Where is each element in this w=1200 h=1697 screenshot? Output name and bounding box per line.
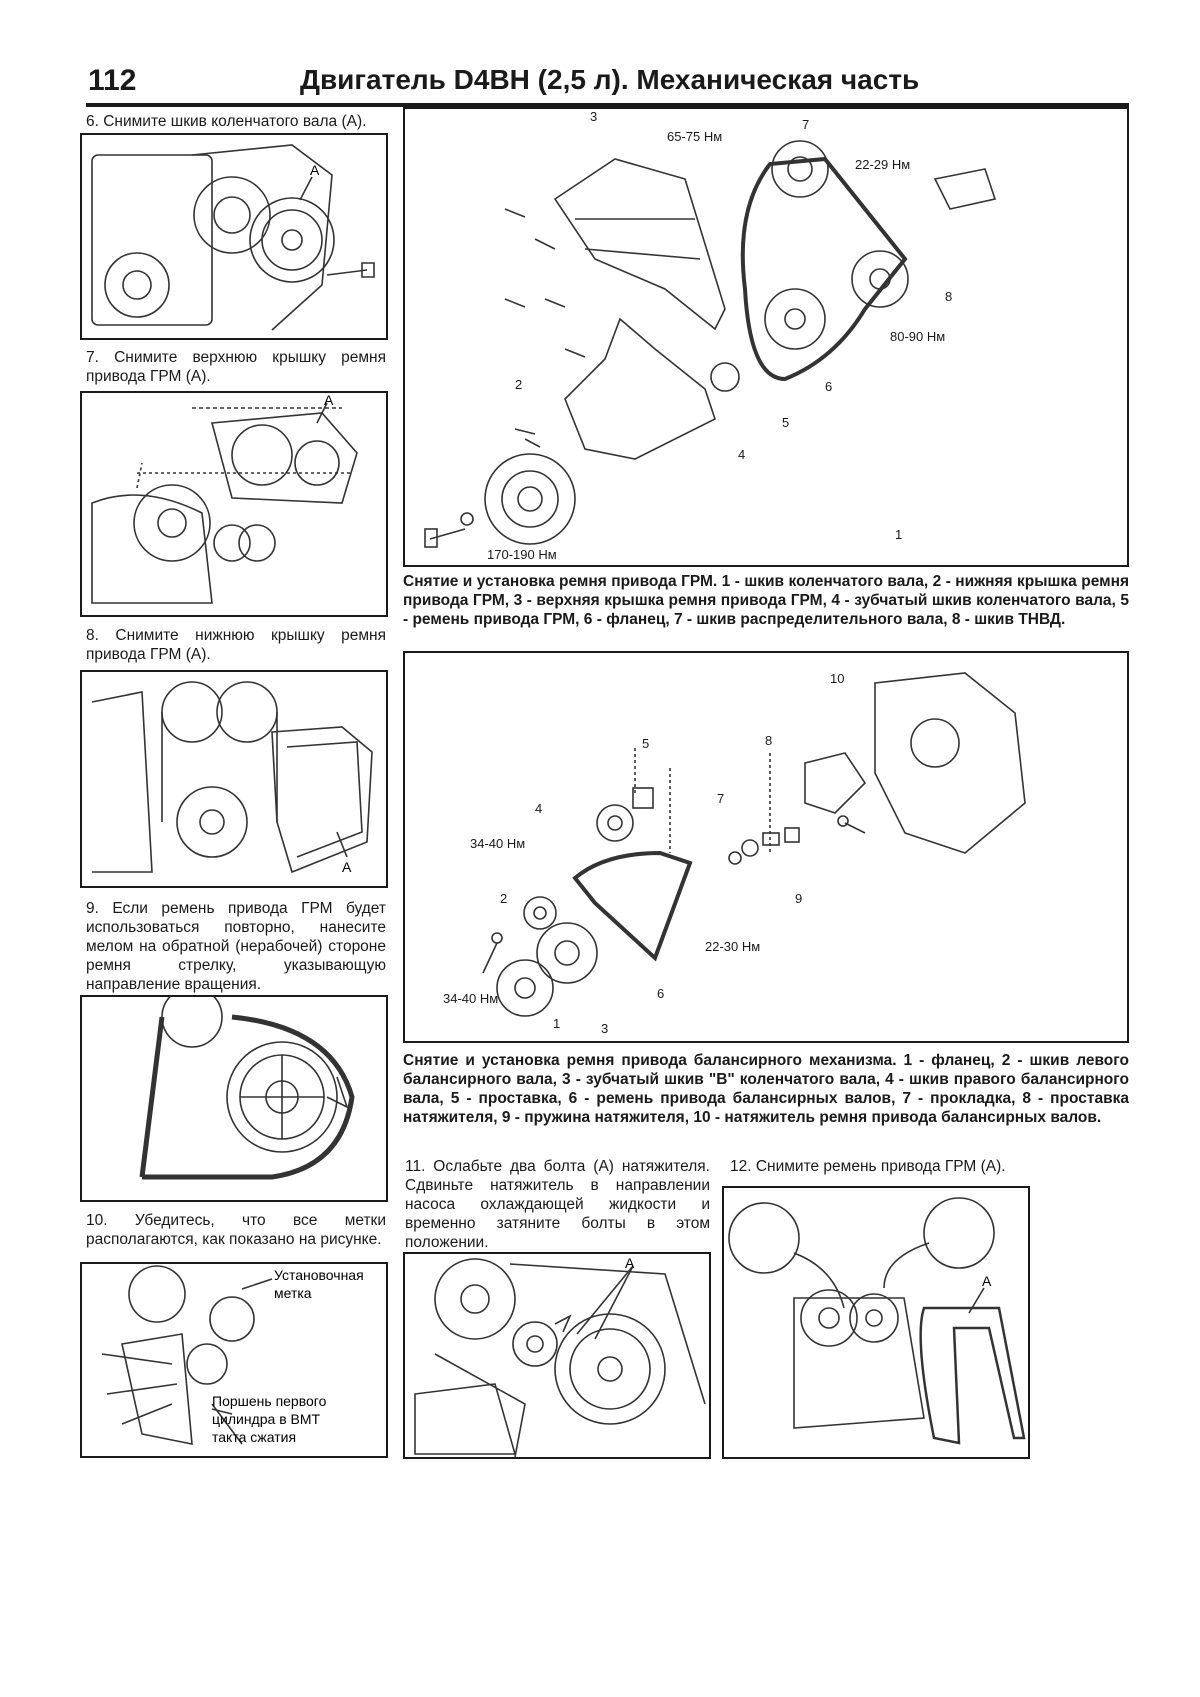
label-3: 3	[590, 109, 597, 124]
label-a: A	[324, 393, 334, 408]
label-1: 1	[553, 1016, 560, 1031]
upper-cover-drawing: A	[91, 393, 358, 604]
torque-80-90: 80-90 Нм	[890, 329, 945, 344]
label-a: A	[625, 1255, 635, 1271]
belt-arrow-drawing	[139, 997, 355, 1180]
label-8: 8	[765, 733, 772, 748]
step-12-text: 12. Снимите ремень привода ГРМ (А).	[730, 1158, 1006, 1175]
figure-timing-belt-exploded: 1 2 3 4 5 6 7 8 65-75 Нм 22-29 Нм 80-90 …	[403, 107, 1129, 567]
torque-22-29: 22-29 Нм	[855, 157, 910, 172]
label-2: 2	[500, 891, 507, 906]
label-a: A	[982, 1273, 992, 1289]
tensioner-bolts-drawing: A	[414, 1255, 706, 1457]
torque-170-190: 170-190 Нм	[487, 547, 557, 562]
figure-crankshaft-pulley: A	[80, 133, 388, 340]
torque-34-40-bottom: 34-40 Нм	[443, 991, 498, 1006]
torque-22-30: 22-30 Нм	[705, 939, 760, 954]
page-number: 112	[88, 64, 137, 97]
label-8: 8	[945, 289, 952, 304]
label-4: 4	[535, 801, 542, 816]
figure-balance-belt-exploded: 1 2 3 4 5 6 7 8 9 10 34-40 Нм 22-30 Нм 3…	[403, 651, 1129, 1043]
label-1: 1	[895, 527, 902, 542]
label-9: 9	[795, 891, 802, 906]
label-6: 6	[825, 379, 832, 394]
timing-figure-caption: Снятие и установка ремня привода ГРМ. 1 …	[403, 573, 1129, 628]
crankshaft-pulley-drawing: A	[91, 144, 375, 331]
torque-65-75: 65-75 Нм	[667, 129, 722, 144]
label-2: 2	[515, 377, 522, 392]
step-10-text: 10. Убедитесь, что все метки располагают…	[86, 1212, 386, 1248]
header-rule	[86, 103, 1129, 107]
step-8-text: 8. Снимите нижнюю крышку ремня привода Г…	[86, 627, 386, 663]
timing-belt-exploded-drawing: 1 2 3 4 5 6 7 8 65-75 Нм 22-29 Нм 80-90 …	[424, 109, 997, 562]
label-a: A	[310, 162, 320, 178]
lower-cover-drawing: A	[91, 681, 373, 875]
figure-upper-cover: A	[80, 391, 388, 617]
balance-belt-exploded-drawing: 1 2 3 4 5 6 7 8 9 10 34-40 Нм 22-30 Нм 3…	[443, 671, 1026, 1036]
label-6: 6	[657, 986, 664, 1001]
label-3: 3	[601, 1021, 608, 1036]
page-title: Двигатель D4BH (2,5 л). Механическая час…	[300, 64, 920, 95]
label-7: 7	[717, 791, 724, 806]
step-9-text: 9. Если ремень привода ГРМ будет использ…	[86, 900, 386, 993]
label-4: 4	[738, 447, 745, 462]
torque-34-40-top: 34-40 Нм	[470, 836, 525, 851]
balance-figure-caption: Снятие и установка ремня привода баланси…	[403, 1052, 1129, 1126]
figure-tensioner-bolts: A	[403, 1252, 711, 1459]
step-11-text: 11. Ослабьте два болта (А) натяжителя. С…	[405, 1158, 710, 1251]
label-7: 7	[802, 117, 809, 132]
step-6-text: 6. Снимите шкив коленчатого вала (А).	[86, 113, 367, 130]
label-a: A	[342, 859, 352, 875]
step-7-text: 7. Снимите верхнюю крышку ремня привода …	[86, 349, 386, 385]
label-5: 5	[642, 736, 649, 751]
figure-lower-cover: A	[80, 670, 388, 888]
figure-belt-arrow	[80, 995, 388, 1202]
label-5: 5	[782, 415, 789, 430]
label-10: 10	[830, 671, 844, 686]
figure-remove-belt: A	[722, 1186, 1030, 1459]
remove-belt-drawing: A	[728, 1197, 1026, 1445]
